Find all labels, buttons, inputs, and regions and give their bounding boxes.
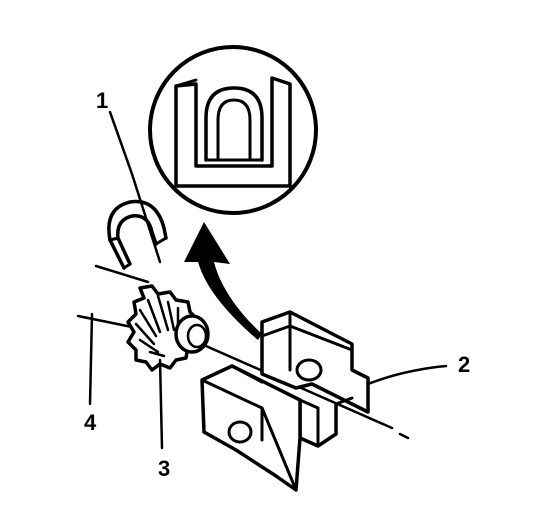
bracket-block [200,310,370,492]
leader-4 [88,312,94,406]
callout-4: 4 [84,410,97,435]
detail-arrow [184,222,262,340]
detail-slot-block [174,76,292,188]
leader-lines [88,110,448,450]
detail-view [148,45,318,215]
leader-1 [108,110,162,264]
retainer-clip [107,199,168,270]
callout-2: 2 [458,352,470,377]
leader-2 [366,364,448,386]
bevel-gear [126,284,210,372]
callout-3: 3 [158,456,170,481]
leader-3 [158,358,164,450]
callout-1: 1 [96,88,108,113]
detail-circle [148,45,318,215]
